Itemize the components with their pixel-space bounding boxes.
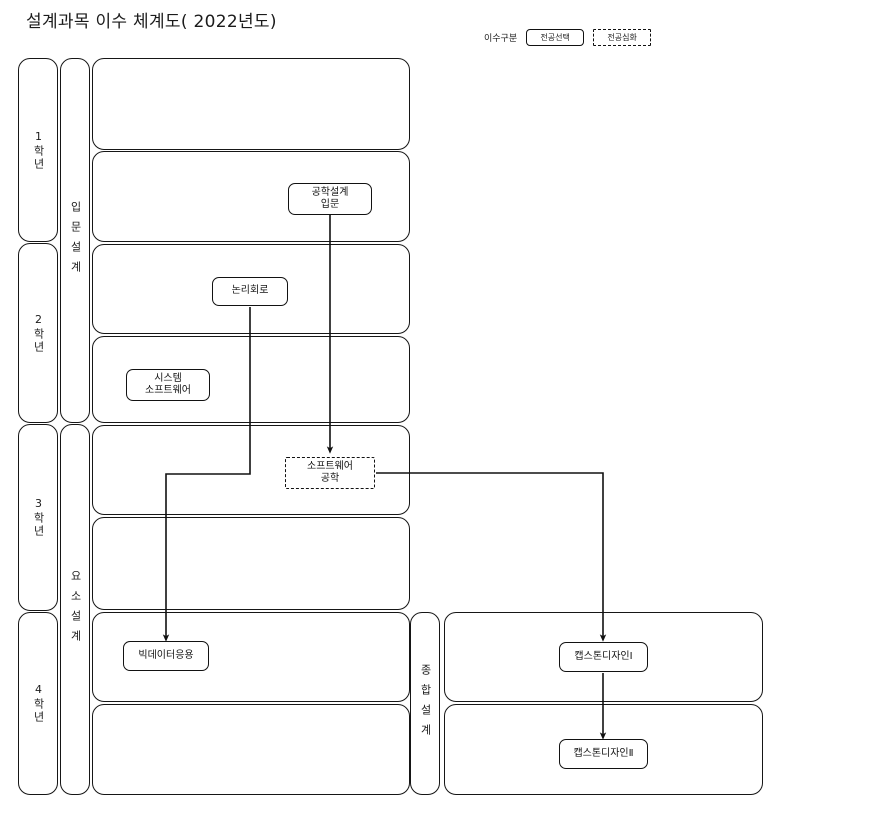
- semester-row-2-2: [92, 336, 410, 423]
- semester-row-3-1: [92, 425, 410, 515]
- year-label-2: 2학년: [32, 312, 46, 354]
- semester-row-4-1: [92, 612, 410, 702]
- course-node-capstone-design-1[interactable]: 캡스톤디자인Ⅰ: [559, 642, 648, 672]
- semester-row-1-1: [92, 58, 410, 150]
- course-node-capstone-design-2[interactable]: 캡스톤디자인Ⅱ: [559, 739, 648, 769]
- course-label-capstone-design-2: 캡스톤디자인Ⅱ: [573, 747, 634, 759]
- semester-row-4-2: [92, 704, 410, 795]
- course-label-logic-circuit: 논리회로: [231, 285, 269, 297]
- stage-label-comprehensive-design: 종합설계: [419, 663, 433, 744]
- year-label-1: 1학년: [32, 129, 46, 171]
- stage-cell-comprehensive-design: 종합설계: [410, 612, 440, 795]
- semester-row-3-2: [92, 517, 410, 610]
- legend-chip-major-deep: 전공심화: [593, 29, 652, 46]
- page-title: 설계과목 이수 체계도( 2022년도): [26, 12, 277, 32]
- course-label-bigdata-application: 빅데이터응용: [138, 649, 194, 661]
- year-label-4: 4학년: [32, 683, 46, 724]
- semester-row-2-1: [92, 244, 410, 334]
- year-cell-3: 3학년: [18, 424, 58, 611]
- year-cell-1: 1학년: [18, 58, 58, 242]
- stage-cell-intro-design: 입문설계: [60, 58, 90, 423]
- course-node-bigdata-application[interactable]: 빅데이터응용: [123, 641, 209, 671]
- course-node-logic-circuit[interactable]: 논리회로: [212, 277, 288, 306]
- year-label-3: 3학년: [32, 497, 46, 538]
- stage-label-intro-design: 입문설계: [69, 200, 83, 281]
- stage-label-element-design: 요소설계: [69, 569, 83, 650]
- year-cell-4: 4학년: [18, 612, 58, 795]
- semester-row-1-2: [92, 151, 410, 242]
- stage-cell-element-design: 요소설계: [60, 424, 90, 795]
- legend-label: 이수구분: [484, 34, 518, 44]
- course-label-capstone-design-1: 캡스톤디자인Ⅰ: [574, 650, 633, 662]
- legend: 이수구분 전공선택 전공심화: [484, 29, 652, 46]
- legend-chip-major-select: 전공선택: [526, 29, 585, 46]
- year-cell-2: 2학년: [18, 243, 58, 423]
